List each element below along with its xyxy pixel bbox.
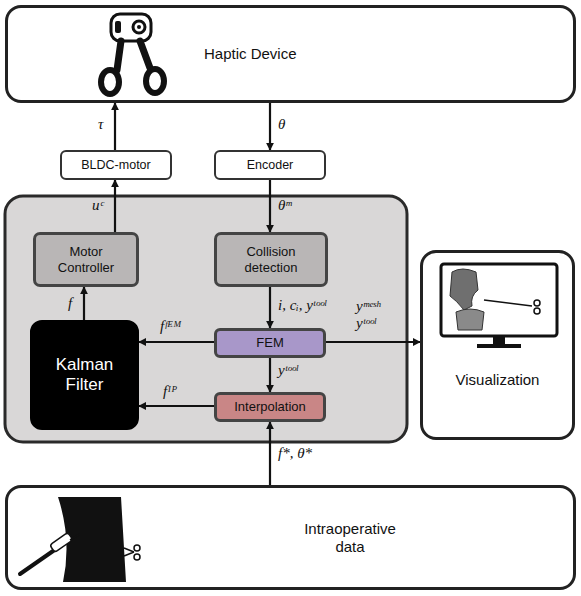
process-box: Motor Controller xyxy=(33,232,139,287)
fem-box: FEM xyxy=(214,328,326,358)
signal-label: f xyxy=(68,295,72,312)
signal-arrow xyxy=(269,287,271,328)
visualization-box: Visualization xyxy=(420,250,575,440)
hardware-box: BLDC-motor xyxy=(60,150,172,180)
node-label: Motor Controller xyxy=(46,244,126,275)
signal-label: fᶠᴱᴹ xyxy=(160,318,181,335)
interpolation-box: Interpolation xyxy=(214,392,326,422)
monitor-icon xyxy=(441,264,557,348)
processing-container xyxy=(5,196,407,442)
node-label: BLDC-motor xyxy=(81,158,150,173)
signal-label: fᴵᴾ xyxy=(163,383,177,400)
node-label: Haptic Device xyxy=(204,45,297,63)
signal-label: τ xyxy=(98,116,103,133)
node-label: Collision detection xyxy=(229,244,313,275)
signal-arrow xyxy=(269,358,271,392)
hardware-box: Encoder xyxy=(214,150,326,180)
signal-label: uᶜ xyxy=(92,197,103,214)
device-box: Haptic Device xyxy=(5,5,576,103)
data-source-box: Intraoperative data xyxy=(5,485,576,590)
signal-label: yᵗᵒᵒˡ xyxy=(278,362,298,379)
node-label: Kalman Filter xyxy=(44,355,125,396)
signal-arrow xyxy=(139,341,214,343)
signal-label: f*, θ* xyxy=(278,445,312,462)
signal-arrow xyxy=(269,422,271,485)
node-label: Interpolation xyxy=(234,399,306,415)
filter-box: Kalman Filter xyxy=(30,320,139,430)
signal-arrow xyxy=(269,180,271,232)
signal-arrow xyxy=(326,341,420,343)
signal-label: θ xyxy=(278,116,285,133)
node-label: Encoder xyxy=(247,158,294,173)
signal-arrow xyxy=(114,180,116,232)
signal-arrow xyxy=(114,103,116,150)
signal-label: i, cᵢ, yᵗᵒᵒˡ xyxy=(278,297,326,314)
node-label: FEM xyxy=(256,335,283,351)
signal-label: yᵐᵉˢʰ yᵗᵒᵒˡ xyxy=(356,298,400,333)
signal-arrow xyxy=(139,405,214,407)
node-label: Visualization xyxy=(456,371,540,389)
process-box: Collision detection xyxy=(214,232,328,287)
intraoperative-figure xyxy=(20,497,140,582)
signal-arrow xyxy=(269,103,271,150)
signal-label: θᵐ xyxy=(278,197,292,214)
node-label: Intraoperative data xyxy=(290,520,410,556)
haptic-device-icon xyxy=(101,14,164,94)
signal-arrow xyxy=(83,287,85,320)
